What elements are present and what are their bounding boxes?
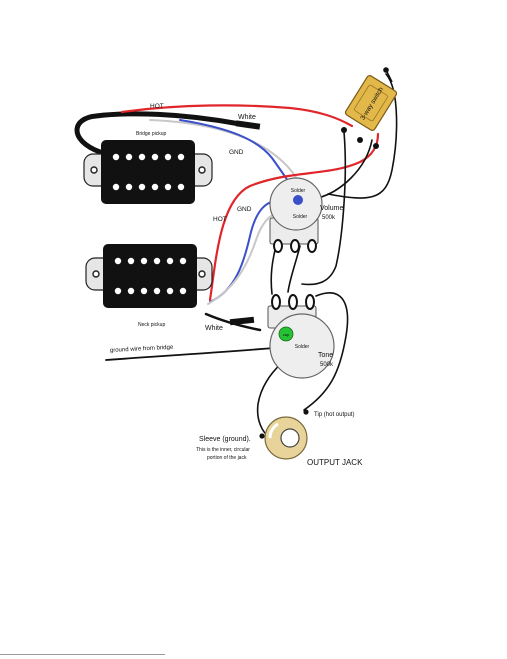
- tone-name: Tone: [318, 352, 333, 359]
- bridge-hot-label: HOT: [150, 103, 164, 110]
- wire-labels: HOT White Bridge pickup GND GND HOT Neck…: [110, 103, 261, 354]
- neck-white-wire: [207, 211, 281, 305]
- tone-cap-label: cap: [283, 332, 290, 337]
- neck-hot-wire: [208, 132, 380, 302]
- bridge-white-label: White: [238, 114, 256, 121]
- volume-name: Volume: [320, 205, 343, 212]
- bridge-gnd-label: GND: [229, 149, 244, 156]
- bridge-pickup: [83, 140, 213, 204]
- neck-white-label: White: [205, 325, 223, 332]
- bridge-lead-wire: [74, 111, 243, 155]
- tone-to-jack-wire: [303, 292, 349, 411]
- volume-solder-top: Solder: [291, 188, 306, 194]
- bridge-ground-label: ground wire from bridge: [110, 345, 174, 354]
- bridge-hot-wire: [120, 104, 354, 128]
- tone-pot: cap Solder Tone 500k: [267, 294, 335, 379]
- neck-pickup-label: Neck pickup: [138, 322, 165, 328]
- jack-sleeve-line3: portion of the jack: [207, 455, 247, 461]
- volume-pot: Solder Solder Volume 500k: [269, 177, 343, 253]
- neck-pickup: [85, 244, 213, 308]
- neck-gnd-label: GND: [237, 206, 252, 213]
- ground-loop-wire: [301, 131, 347, 286]
- volume-lug-wire: [270, 245, 277, 295]
- jack-tip-label: Tip (hot output): [314, 412, 354, 418]
- switch-to-volume-wire: [317, 139, 373, 199]
- output-jack: Tip (hot output) Sleeve (ground). This i…: [196, 409, 363, 467]
- tone-value: 500k: [320, 362, 334, 368]
- neck-hot-label: HOT: [213, 216, 227, 223]
- output-jack-label: OUTPUT JACK: [307, 458, 363, 467]
- volume-solder-body: Solder: [293, 214, 308, 220]
- footer-rule: [0, 654, 165, 655]
- three-way-switch: 3-way switch: [341, 67, 398, 149]
- volume-value: 500k: [322, 215, 336, 221]
- jack-sleeve-line2: This is the inner, circular: [196, 447, 250, 453]
- jack-sleeve-title: Sleeve (ground).: [199, 436, 251, 443]
- tone-solder: Solder: [295, 344, 310, 350]
- volume-to-tone-wire: [287, 245, 301, 293]
- bridge-pickup-label: Bridge pickup: [136, 131, 167, 137]
